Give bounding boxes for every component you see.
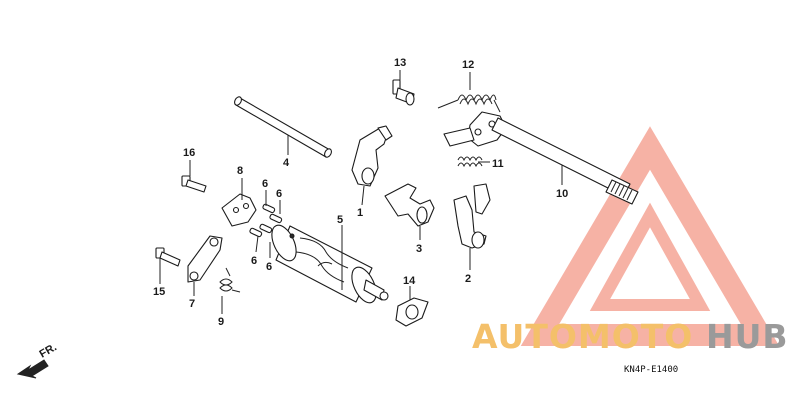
part-6-dowel-pins bbox=[249, 203, 283, 238]
watermark-text: AUTOMOTO HUB bbox=[472, 317, 789, 356]
callout-4: 4 bbox=[283, 157, 290, 169]
callout-6c: 6 bbox=[251, 255, 257, 267]
callout-5: 5 bbox=[337, 214, 343, 226]
leader-lines bbox=[159, 70, 563, 314]
part-13-bolt bbox=[392, 79, 415, 106]
callout-12: 12 bbox=[462, 59, 474, 71]
part-11-small-spring bbox=[457, 156, 483, 168]
callout-15: 15 bbox=[153, 286, 165, 298]
callout-10: 10 bbox=[556, 188, 568, 200]
part-14-plate bbox=[395, 297, 429, 327]
part-5-shift-drum bbox=[271, 224, 389, 304]
part-16-bolt bbox=[181, 175, 207, 193]
part-12-spring bbox=[437, 94, 501, 113]
callout-6b: 6 bbox=[276, 188, 282, 200]
part-15-bolt bbox=[155, 247, 181, 267]
callout-11: 11 bbox=[492, 158, 504, 170]
callout-8: 8 bbox=[237, 165, 243, 177]
callout-2: 2 bbox=[465, 273, 471, 285]
callout-6a: 6 bbox=[262, 178, 268, 190]
callout-6d: 6 bbox=[266, 261, 272, 273]
front-label: FR. bbox=[38, 341, 59, 360]
watermark-part2: HUB bbox=[706, 317, 789, 356]
diagram-code: KN4P-E1400 bbox=[624, 365, 678, 375]
callout-13: 13 bbox=[394, 57, 406, 69]
arrow-icon bbox=[16, 359, 49, 379]
part-2-shift-fork bbox=[453, 183, 491, 249]
callout-numbers: 4 13 12 11 10 1 3 2 5 8 6 6 6 6 7 9 15 1… bbox=[153, 57, 568, 328]
callout-14: 14 bbox=[403, 275, 416, 287]
part-7-stopper-arm bbox=[187, 235, 223, 283]
part-3-shift-fork bbox=[384, 183, 435, 227]
part-8-stopper-plate bbox=[221, 193, 257, 227]
callout-7: 7 bbox=[189, 298, 195, 310]
callout-9: 9 bbox=[218, 316, 224, 328]
callout-3: 3 bbox=[416, 243, 422, 255]
front-direction-marker: FR. bbox=[16, 341, 59, 379]
watermark-part1: AUTOMOTO bbox=[472, 317, 693, 356]
part-10-gearshift-spindle bbox=[443, 111, 639, 205]
watermark-logo bbox=[520, 126, 780, 346]
callout-16: 16 bbox=[183, 147, 195, 159]
part-9-spring bbox=[219, 267, 241, 293]
callout-1: 1 bbox=[357, 207, 363, 219]
part-4-fork-shaft bbox=[234, 96, 332, 158]
part-1-shift-fork bbox=[351, 125, 393, 187]
